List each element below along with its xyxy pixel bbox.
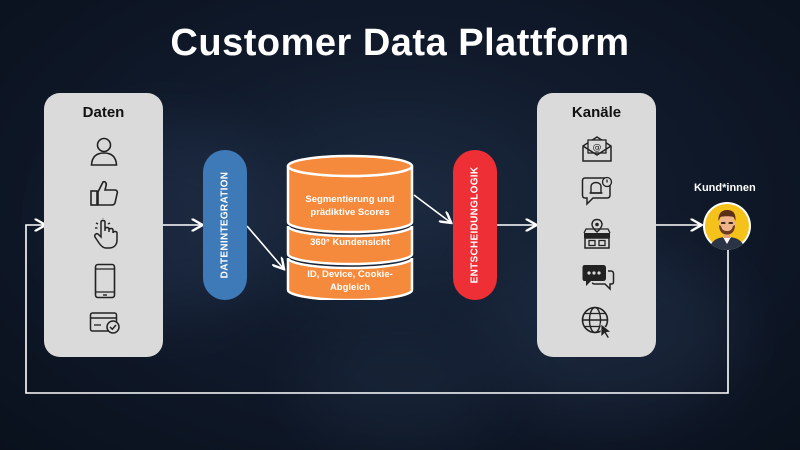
database-top-cap <box>286 154 414 178</box>
database-cylinder <box>286 154 414 300</box>
chat-bubbles-icon <box>581 263 615 296</box>
smartphone-icon <box>94 263 116 304</box>
decision-label: ENTSCHEIDUNGLOGIK <box>469 166 481 284</box>
kanaele-panel-title: Kanäle <box>571 104 622 121</box>
credit-card-check-icon <box>89 311 121 340</box>
background-blob <box>300 330 500 440</box>
thumbs-up-icon <box>89 178 119 213</box>
database-segment-label: Segmentierung und prädiktive Scores <box>305 194 395 218</box>
email-icon: @ <box>581 135 613 168</box>
feedback-loop-arrow <box>25 225 729 394</box>
store-location-icon <box>581 218 613 255</box>
click-pointer-icon <box>91 217 121 255</box>
daten-panel-title: Daten <box>82 104 125 121</box>
integration-to-database-arrow <box>246 225 283 268</box>
database-segment <box>286 257 414 300</box>
decision-pill: ENTSCHEIDUNGLOGIK <box>453 150 497 300</box>
svg-text:@: @ <box>593 143 602 153</box>
customer-label: Kund*innen <box>694 182 756 194</box>
user-icon <box>89 136 119 171</box>
customer-avatar-icon <box>702 201 752 256</box>
notification-icon <box>581 176 613 211</box>
integration-label: DATENINTEGRATION <box>219 171 231 279</box>
database-to-decision-arrow <box>413 194 450 222</box>
kanaele-panel: Kanäle @ <box>537 93 656 357</box>
database-segment-label: ID, Device, Cookie-Abgleich <box>307 269 393 293</box>
database-segment-label: 360° Kundensicht <box>310 237 390 248</box>
page-title: Customer Data Plattform <box>170 22 630 64</box>
integration-pill: DATENINTEGRATION <box>203 150 247 300</box>
daten-panel: Daten <box>44 93 163 357</box>
database-segment <box>286 225 414 266</box>
web-globe-icon <box>580 305 614 344</box>
